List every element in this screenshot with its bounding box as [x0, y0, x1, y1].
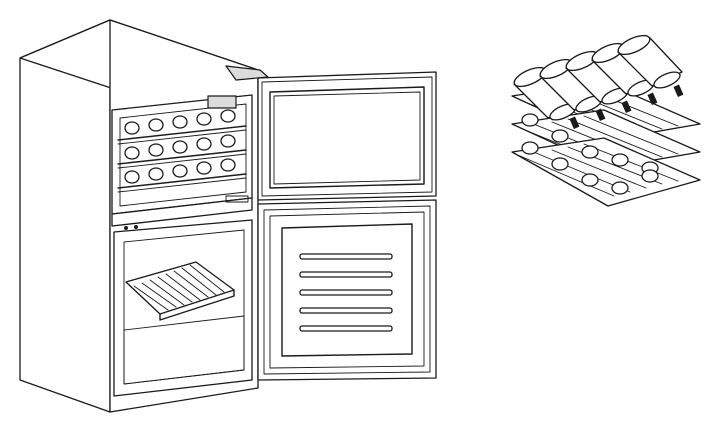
bottle-neck-3 [621, 100, 632, 114]
lower-bottle-end-8 [581, 173, 599, 187]
lower-bottle-end-1 [521, 113, 539, 127]
control-panel [207, 95, 237, 109]
upper-door [257, 71, 437, 201]
lower-bottle-end-4 [611, 153, 629, 167]
upper-rack-2 [117, 149, 247, 169]
lower-door-liner [269, 211, 425, 369]
bottle-neck-1 [569, 116, 580, 130]
lower-bottle-end-2 [551, 129, 569, 143]
indicator-dot-1 [124, 226, 128, 230]
lower-compartment-opening [113, 219, 253, 397]
lower-bottle-end-10 [641, 169, 659, 183]
upper-bottles [124, 109, 236, 184]
upper-compartment-inner [119, 103, 247, 207]
rack-bottle-5 [617, 34, 683, 89]
divider-latch [225, 195, 249, 203]
top-hinge [225, 65, 269, 81]
bottle-neck-4 [647, 92, 658, 106]
upper-wine-compartment [111, 94, 253, 215]
upper-door-panel [257, 71, 437, 201]
lower-bottle-end-6 [521, 141, 539, 155]
crisper-area [123, 315, 245, 385]
bottle-neck-5 [673, 84, 684, 98]
lower-bottle-end-9 [611, 181, 629, 195]
rack-bottle-2 [539, 58, 605, 113]
lower-bottle-end-3 [581, 145, 599, 159]
compartment-divider [111, 197, 253, 227]
detached-wine-rack [511, 34, 701, 207]
upper-rack-3 [117, 173, 247, 193]
rack-bottles [513, 34, 684, 195]
indicator-dot-2 [134, 225, 138, 229]
lower-fridge-compartment [113, 219, 253, 397]
upper-door-glass-inner [273, 91, 421, 185]
lower-door-gasket [263, 205, 431, 375]
lower-door [257, 199, 437, 381]
lower-bottle-end-7 [551, 157, 569, 171]
wire-shelf [125, 261, 235, 321]
upper-door-glass [269, 86, 425, 189]
upper-door-gasket [261, 76, 433, 197]
upper-rack-1 [117, 125, 247, 145]
door-bins [299, 253, 393, 332]
bottle-neck-2 [595, 108, 606, 122]
lower-door-inner-panel [281, 223, 413, 357]
